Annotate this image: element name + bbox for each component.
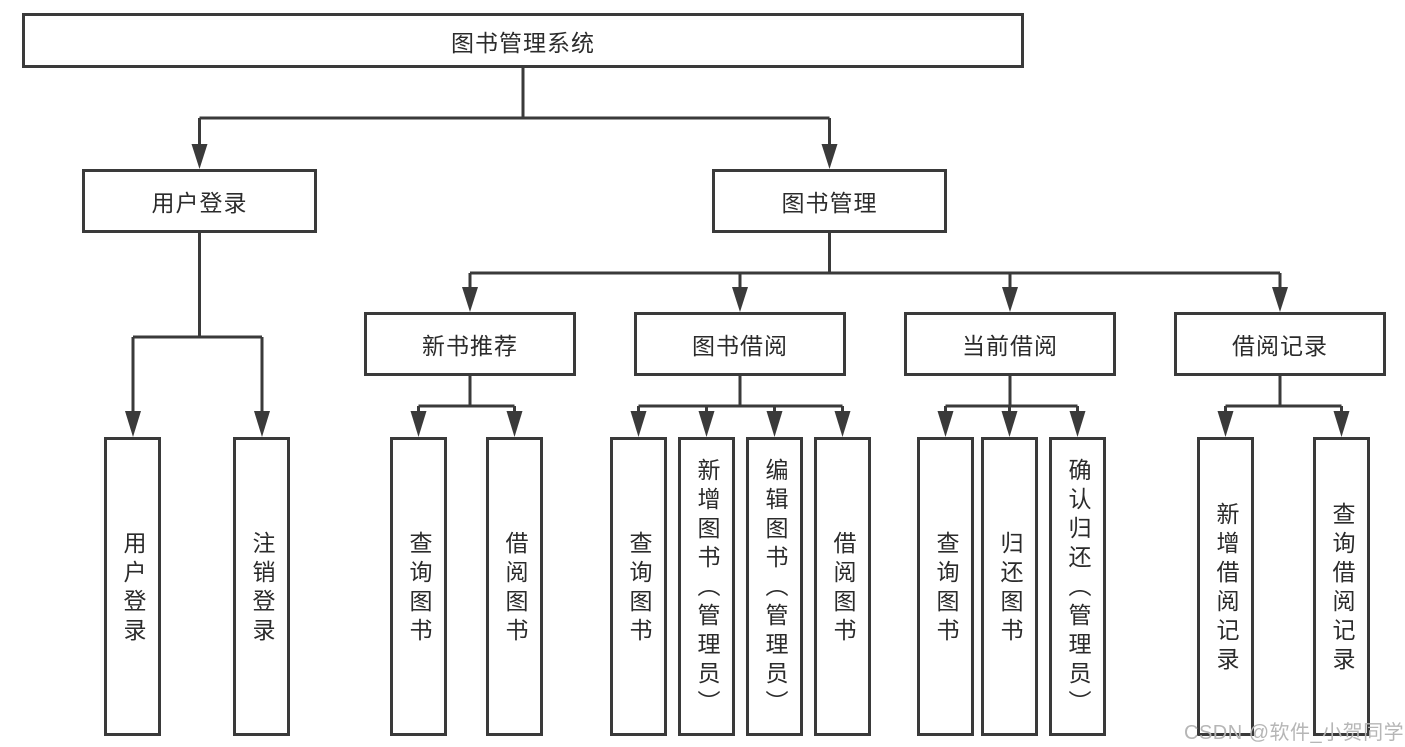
node-book-borrow: 图书借阅 <box>634 312 846 376</box>
node-user-login: 用户登录 <box>82 169 317 233</box>
leaf-return-books: 归还图书 <box>981 437 1038 736</box>
leaf-query-borrow-record: 查询借阅记录 <box>1313 437 1370 736</box>
leaf-borrow-books: 借阅图书 <box>814 437 871 736</box>
leaf-recommend-query-books: 查询图书 <box>390 437 447 736</box>
leaf-recommend-borrow-books: 借阅图书 <box>486 437 543 736</box>
node-new-book-recommend: 新书推荐 <box>364 312 576 376</box>
csdn-watermark: CSDN @软件_小贺同学 <box>1184 722 1405 744</box>
leaf-add-borrow-record: 新增借阅记录 <box>1197 437 1254 736</box>
leaf-confirm-return-admin: 确认归还（管理员） <box>1049 437 1106 736</box>
leaf-logout: 注销登录 <box>233 437 290 736</box>
node-root: 图书管理系统 <box>22 13 1024 68</box>
node-book-management: 图书管理 <box>712 169 947 233</box>
leaf-edit-book-admin: 编辑图书（管理员） <box>746 437 803 736</box>
leaf-add-book-admin: 新增图书（管理员） <box>678 437 735 736</box>
node-borrow-records: 借阅记录 <box>1174 312 1386 376</box>
node-current-borrow: 当前借阅 <box>904 312 1116 376</box>
leaf-user-login: 用户登录 <box>104 437 161 736</box>
leaf-borrow-query-books: 查询图书 <box>610 437 667 736</box>
leaf-current-query-books: 查询图书 <box>917 437 974 736</box>
arrowheads <box>125 144 1350 437</box>
